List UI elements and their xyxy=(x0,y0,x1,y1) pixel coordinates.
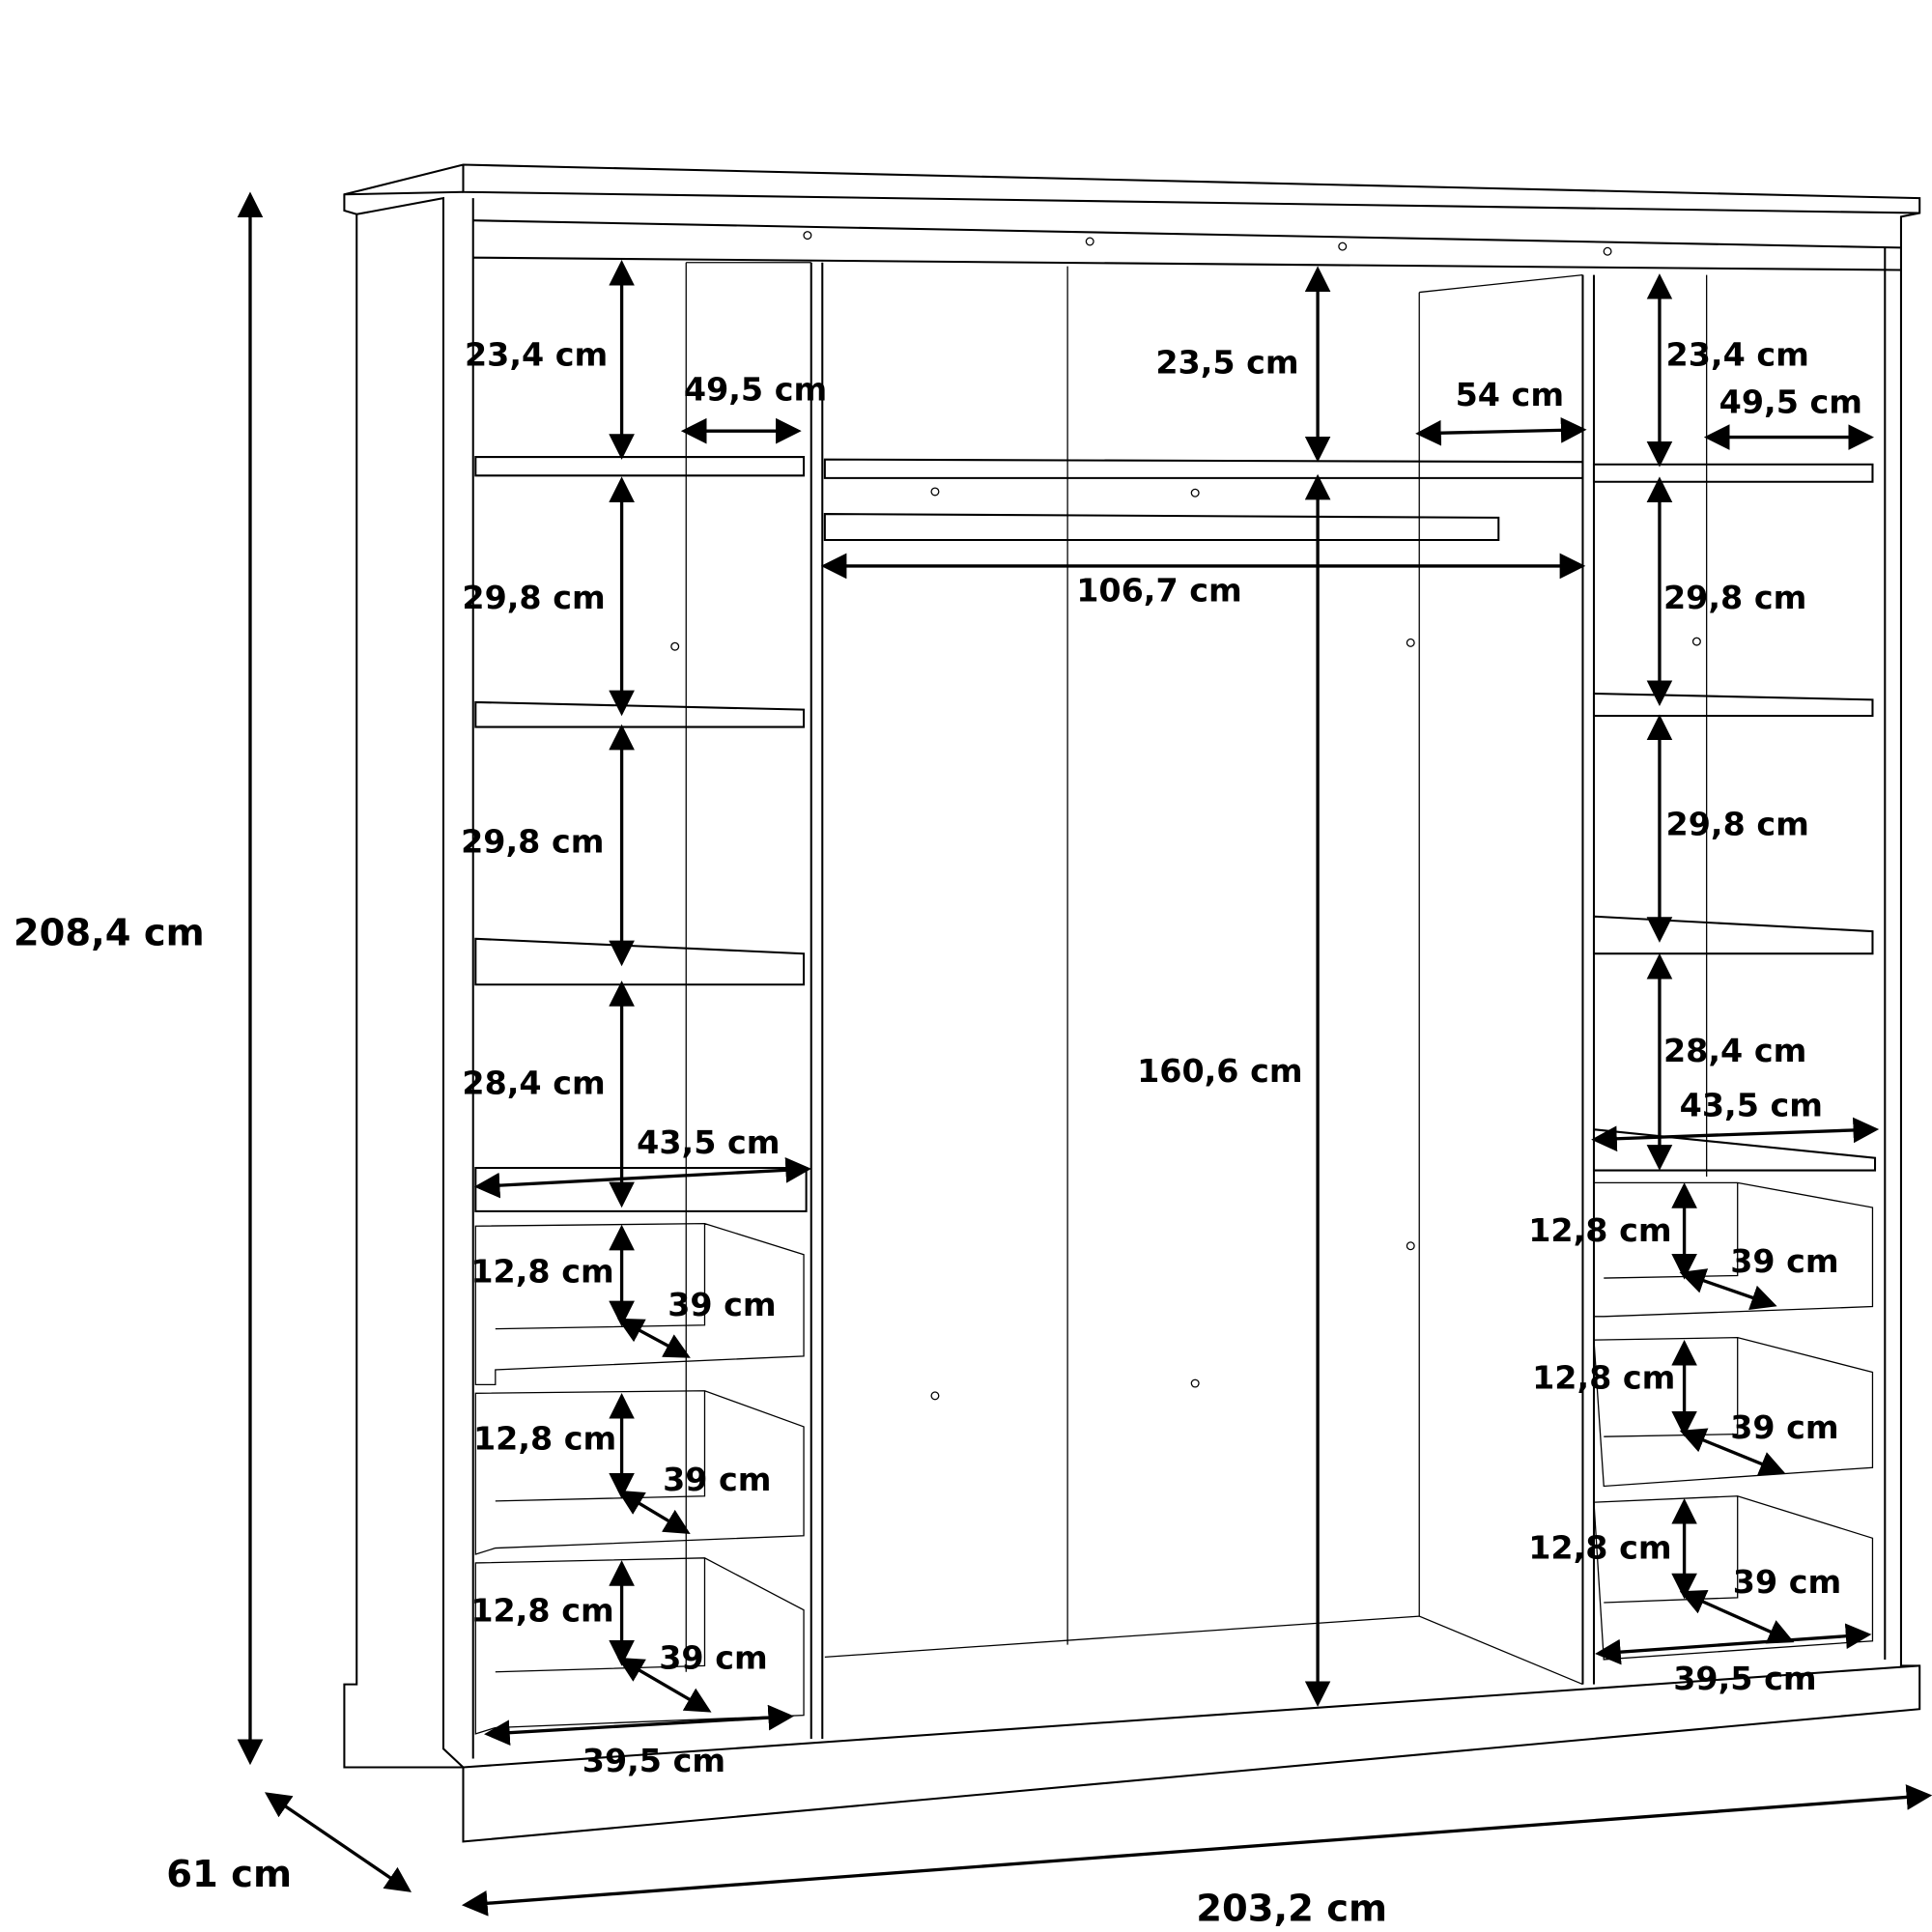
right-drawer-depth-label: 39 cm xyxy=(1730,1408,1838,1446)
right-top-depth-label: 49,5 cm xyxy=(1719,383,1862,420)
left-drawer-height-label: 12,8 cm xyxy=(470,1252,613,1290)
left-shelf-height-label: 29,8 cm xyxy=(462,579,605,616)
dimension-arrows xyxy=(237,191,1932,1917)
left-drawer-width-label: 39,5 cm xyxy=(582,1742,725,1779)
left-shelf-height-label: 29,8 cm xyxy=(461,823,604,861)
left-top-depth-label: 49,5 cm xyxy=(684,371,827,409)
middle-rail-width-label: 106,7 cm xyxy=(1076,571,1242,609)
overall-width-label: 203,2 cm xyxy=(1196,1888,1387,1931)
right-drawer-depth-label: 39 cm xyxy=(1733,1563,1841,1601)
right-drawer-height-label: 12,8 cm xyxy=(1528,1211,1671,1249)
right-drawer-depth-label: 39 cm xyxy=(1730,1242,1838,1280)
left-drawer-depth-label: 39 cm xyxy=(668,1286,776,1323)
right-drawer-width-label: 39,5 cm xyxy=(1673,1660,1816,1697)
right-lower-depth-label: 43,5 cm xyxy=(1680,1087,1823,1124)
left-drawer-height-label: 12,8 cm xyxy=(470,1592,613,1630)
middle-hanging-height-label: 160,6 cm xyxy=(1137,1052,1303,1090)
left-shelf-height-label: 28,4 cm xyxy=(462,1065,605,1102)
right-shelf-height-label: 29,8 cm xyxy=(1666,806,1809,843)
right-shelf-height-label: 29,8 cm xyxy=(1663,579,1806,616)
right-drawer-height-label: 12,8 cm xyxy=(1528,1528,1671,1566)
right-drawer-height-label: 12,8 cm xyxy=(1532,1359,1675,1397)
left-top-height-label: 23,4 cm xyxy=(465,336,608,374)
left-drawer-height-label: 12,8 cm xyxy=(473,1420,616,1458)
middle-top-height-label: 23,5 cm xyxy=(1155,343,1298,381)
left-drawer-depth-label: 39 cm xyxy=(663,1461,771,1498)
overall-height-label: 208,4 cm xyxy=(14,911,205,954)
cabinet-outline xyxy=(343,163,1921,1843)
left-lower-depth-label: 43,5 cm xyxy=(637,1123,780,1161)
left-drawer-depth-label: 39 cm xyxy=(659,1638,767,1676)
right-shelf-height-label: 28,4 cm xyxy=(1663,1032,1806,1069)
middle-depth-label: 54 cm xyxy=(1456,376,1564,413)
overall-depth-label: 61 cm xyxy=(166,1853,292,1896)
dimension-labels: 208,4 cm 61 cm 203,2 cm 23,4 cm 49,5 cm … xyxy=(14,336,1862,1931)
right-top-height-label: 23,4 cm xyxy=(1666,336,1809,374)
